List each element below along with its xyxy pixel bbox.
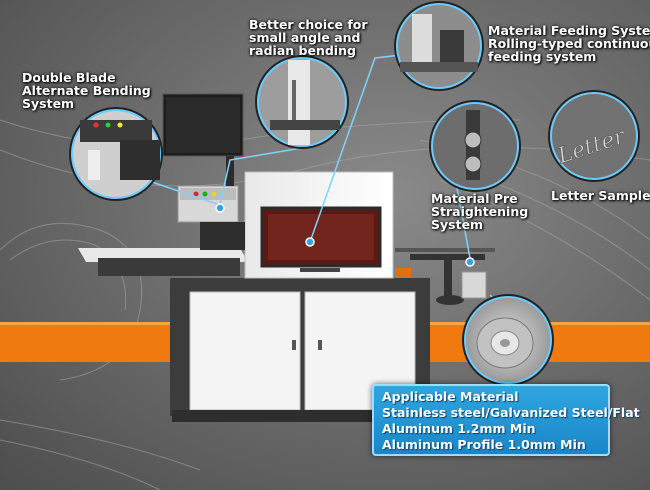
label-pre-straightening: Material Pre Straightening System: [431, 191, 529, 232]
zoom-lens-bending: [255, 55, 349, 149]
callout-dots: [215, 203, 475, 267]
label-feeding-system: Material Feeding System Rolling-typed co…: [488, 23, 650, 64]
label-better-choice: Better choice for small angle and radian…: [249, 17, 368, 58]
zoom-lens-material: [462, 294, 554, 386]
zoom-lens-double-blade: [69, 107, 163, 201]
applicable-material-title: Applicable Material: [382, 389, 519, 404]
zoom-lens-letter-sample: Letter: [548, 90, 640, 182]
label-letter-sample: Letter Sample: [551, 188, 650, 203]
applicable-material-box: Applicable Material Stainless steel/Galv…: [372, 384, 640, 456]
zoom-lens-pre-straightening: [429, 100, 521, 192]
label-double-blade: Double Blade Alternate Bending System: [22, 70, 151, 111]
zoom-lens-feeding: [394, 1, 484, 91]
machine-body: [78, 93, 495, 422]
